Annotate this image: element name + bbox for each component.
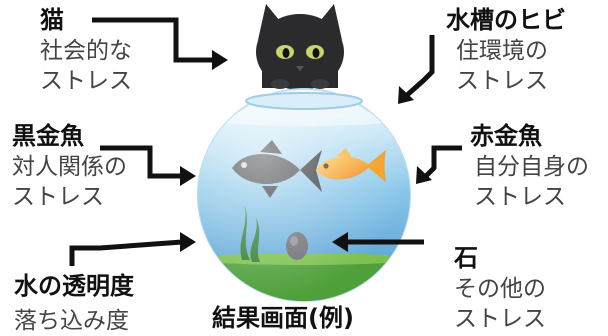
cat-icon (256, 4, 344, 90)
arrow-cat (92, 17, 214, 63)
arrow-heads (180, 50, 432, 252)
label-water-title: 水の透明度 (14, 272, 134, 300)
label-line: ストレス (456, 68, 548, 94)
label-red-fish-title: 赤金魚 (470, 122, 542, 150)
arrows (69, 17, 462, 266)
arrow-red-fish (424, 145, 462, 178)
label-stone-title: 石 (454, 244, 478, 272)
result-caption: 結果画面(例) (212, 304, 354, 332)
arrow-water (69, 239, 183, 266)
label-line: 落ち込み度 (14, 308, 129, 334)
label-crack-desc: 住環境の ストレス (446, 36, 566, 96)
label-cat-desc: 社会的な ストレス (40, 36, 132, 96)
fishbowl (197, 88, 411, 302)
label-line: その他の (454, 276, 546, 302)
label-line: 対人関係の (12, 154, 127, 180)
label-cat-title: 猫 (40, 6, 64, 34)
label-line: 社会的な (40, 38, 132, 64)
label-line: ストレス (474, 184, 566, 210)
label-water: 水の透明度 落ち込み度 (14, 274, 134, 336)
label-crack-title: 水槽のヒビ (446, 6, 566, 34)
label-crack: 水槽のヒビ 住環境の ストレス (446, 8, 566, 96)
label-water-desc: 落ち込み度 (14, 306, 134, 336)
label-black-fish-title: 黒金魚 (12, 122, 84, 150)
label-cat: 猫 社会的な ストレス (40, 8, 132, 96)
label-stone: 石 その他の ストレス (454, 246, 546, 334)
label-black-fish-desc: 対人関係の ストレス (12, 152, 127, 212)
label-line: ストレス (454, 306, 546, 332)
label-line: ストレス (40, 68, 132, 94)
label-stone-desc: その他の ストレス (454, 274, 546, 334)
label-line: ストレス (12, 184, 104, 210)
arrow-crack (404, 35, 435, 98)
arrow-black-fish (100, 145, 182, 179)
label-red-fish-desc: 自分自身の ストレス (474, 152, 589, 212)
label-line: 住環境の (456, 38, 548, 64)
label-line: 自分自身の (474, 154, 589, 180)
label-red-fish: 赤金魚 自分自身の ストレス (470, 124, 589, 212)
label-black-fish: 黒金魚 対人関係の ストレス (12, 124, 127, 212)
